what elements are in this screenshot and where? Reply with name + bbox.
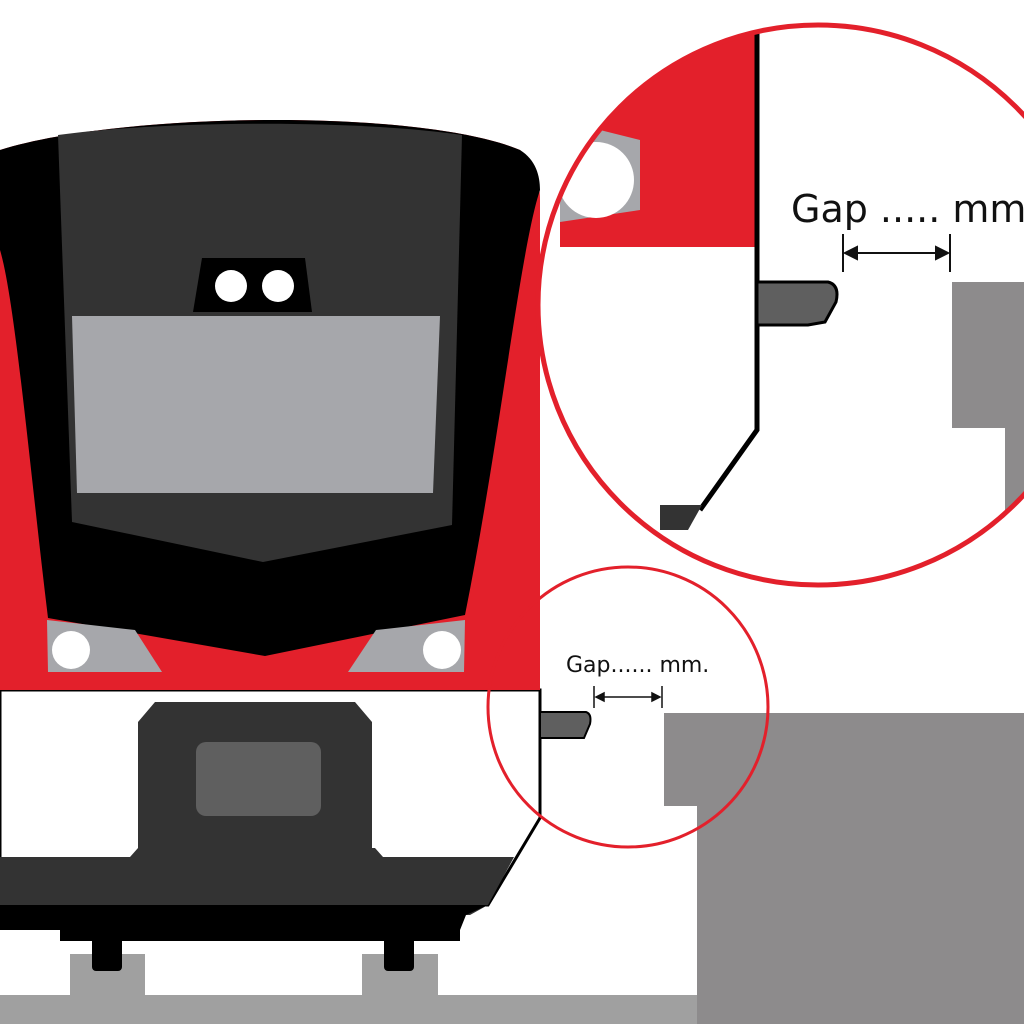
- coupler-plate: [196, 742, 321, 816]
- camera-housing: [193, 258, 312, 312]
- wheel-right: [384, 935, 414, 971]
- callout-small-circle: [486, 565, 770, 849]
- platform: [664, 713, 1024, 1024]
- ground-rail-bed: [0, 995, 700, 1024]
- windshield: [72, 316, 440, 493]
- headlight-left-icon: [52, 631, 90, 669]
- gap-label-zoom: Gap ..... mm.: [791, 187, 1024, 231]
- gap-dimension-small: [593, 686, 663, 708]
- wheel-left: [92, 935, 122, 971]
- callout-small: Gap...... mm.: [486, 565, 770, 849]
- zoom-door-step: [755, 280, 839, 327]
- zoom-train-skirt: [660, 505, 702, 530]
- callout-zoom: Gap ..... mm.: [535, 22, 1024, 588]
- train-front: [0, 119, 592, 971]
- callout-zoom-circle: [535, 22, 1024, 588]
- gap-dimension-zoom: [842, 234, 951, 272]
- door-step: [539, 711, 592, 739]
- track: [0, 954, 700, 1024]
- camera-lens-left-icon: [215, 270, 247, 302]
- gap-label-small: Gap...... mm.: [566, 653, 709, 678]
- train-skirt: [0, 848, 514, 915]
- zoom-train-side: [697, 25, 760, 512]
- headlight-right-icon: [423, 631, 461, 669]
- camera-lens-right-icon: [262, 270, 294, 302]
